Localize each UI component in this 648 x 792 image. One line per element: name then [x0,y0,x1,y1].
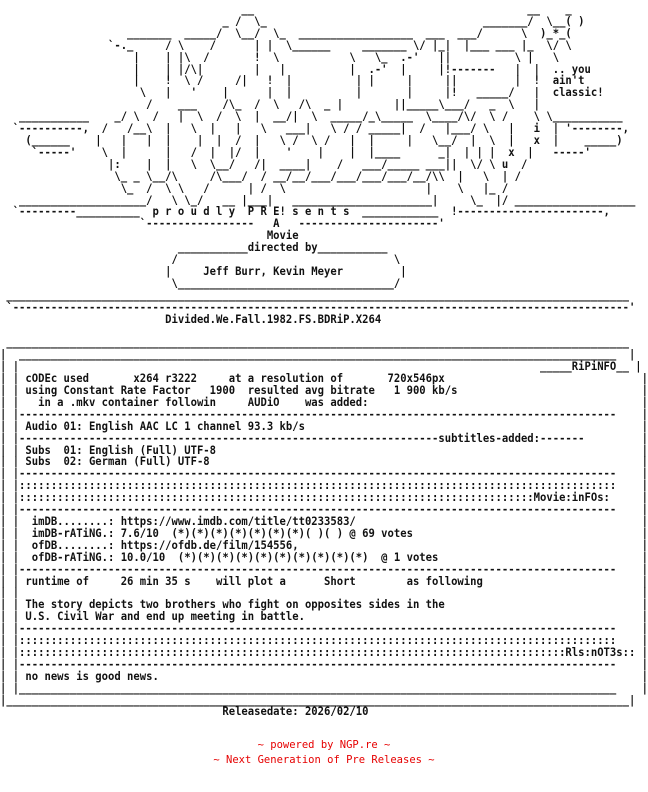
nfo-text: __ __ _ _ / \_ _______/ \__( ) _______ _… [0,3,648,719]
footer-tagline: ~ Next Generation of Pre Releases ~ [213,754,435,766]
footer: ~ powered by NGP.re ~ ~ Next Generation … [0,738,648,768]
footer-powered-by: ~ powered by NGP.re ~ [257,739,391,751]
